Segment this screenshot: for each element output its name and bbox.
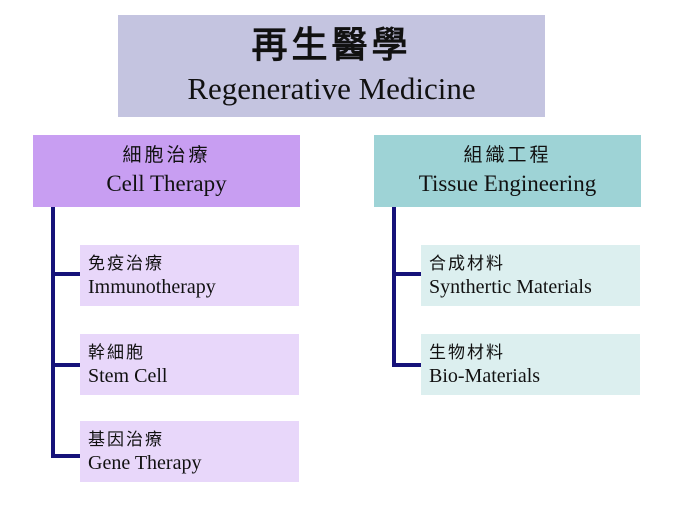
leaf-stem-cell: 幹細胞 Stem Cell	[80, 334, 299, 395]
leaf-bio-materials: 生物材料 Bio-Materials	[421, 334, 640, 395]
category-tissue-engineering-zh: 組織工程	[463, 145, 552, 166]
connector-tissue-vertical	[392, 207, 396, 367]
root-title-en: Regenerative Medicine	[187, 71, 476, 106]
leaf-gene-therapy-zh: 基因治療	[88, 429, 164, 449]
connector-cell-gene-therapy	[51, 454, 80, 458]
root-node: 再生醫學 Regenerative Medicine	[118, 15, 545, 117]
leaf-synthetic-materials-zh: 合成材料	[429, 253, 505, 273]
connector-tissue-synthetic	[392, 272, 421, 276]
category-cell-therapy-zh: 細胞治療	[122, 145, 211, 166]
category-cell-therapy-en: Cell Therapy	[106, 171, 227, 196]
connector-cell-stem-cell	[51, 363, 80, 367]
leaf-gene-therapy-en: Gene Therapy	[88, 451, 202, 474]
leaf-immunotherapy-zh: 免疫治療	[88, 253, 164, 273]
leaf-synthetic-materials-en: Synthertic Materials	[429, 275, 592, 298]
leaf-stem-cell-zh: 幹細胞	[88, 342, 145, 362]
leaf-bio-materials-en: Bio-Materials	[429, 364, 541, 387]
connector-tissue-bio	[392, 363, 421, 367]
root-title-zh: 再生醫學	[251, 25, 412, 65]
leaf-gene-therapy: 基因治療 Gene Therapy	[80, 421, 299, 482]
leaf-stem-cell-en: Stem Cell	[88, 364, 168, 387]
category-tissue-engineering-en: Tissue Engineering	[418, 171, 597, 196]
leaf-immunotherapy: 免疫治療 Immunotherapy	[80, 245, 299, 306]
leaf-bio-materials-zh: 生物材料	[429, 342, 505, 362]
category-tissue-engineering: 組織工程 Tissue Engineering	[374, 135, 641, 207]
connector-cell-vertical	[51, 207, 55, 458]
leaf-synthetic-materials: 合成材料 Synthertic Materials	[421, 245, 640, 306]
leaf-immunotherapy-en: Immunotherapy	[88, 275, 216, 298]
category-cell-therapy: 細胞治療 Cell Therapy	[33, 135, 300, 207]
connector-cell-immunotherapy	[51, 272, 80, 276]
